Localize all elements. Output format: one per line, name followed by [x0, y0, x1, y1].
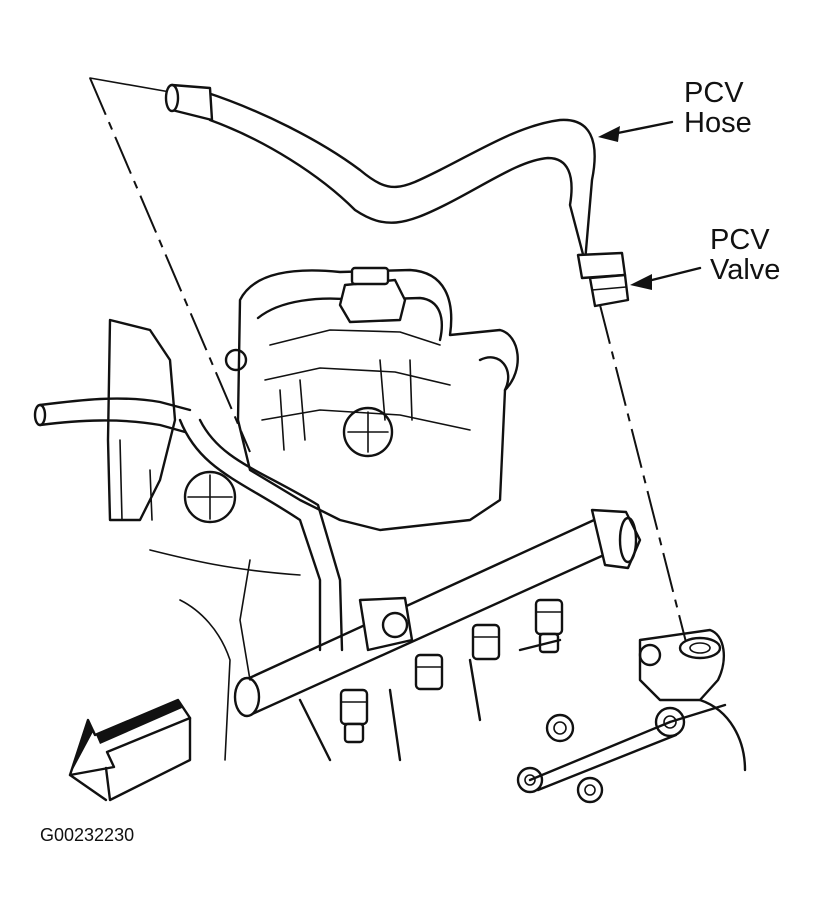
valve-callout-arrowhead [630, 274, 652, 290]
leader-lines [89, 77, 689, 651]
engine-block [149, 549, 562, 762]
callout-arrows [598, 120, 702, 290]
hose-lower-fitting [576, 251, 627, 280]
grommet [678, 636, 722, 660]
figure-id: G00232230 [40, 825, 135, 845]
leader-right [599, 304, 689, 651]
idle-air-valve [183, 470, 237, 524]
front-direction-arrow-icon [68, 698, 192, 802]
leader-top [89, 77, 171, 93]
map-sensor [338, 278, 407, 324]
pcv-valve-label-line2: Valve [710, 254, 781, 286]
hose-callout-arrowhead [598, 126, 620, 142]
pcv-hose-label-line2: Hose [684, 107, 752, 139]
pressure-regulator [358, 596, 414, 652]
leader-left-long [89, 77, 251, 453]
throttle-opening [342, 406, 394, 458]
pcv-hose-label-line1: PCV [684, 77, 744, 109]
coil-brackets [516, 703, 727, 804]
pcv-hose-label: PCV Hose [684, 78, 752, 138]
fuel-rail [233, 508, 642, 718]
pcv-valve-label-line1: PCV [710, 224, 770, 256]
left-components [33, 318, 344, 652]
pcv-valve-label: PCV Valve [710, 225, 780, 285]
intake-manifold [224, 266, 519, 532]
pcv-valve [588, 273, 630, 308]
pcv-hose [164, 83, 627, 280]
valve-cover-grommet [638, 628, 747, 772]
hose-end-opening [164, 83, 180, 113]
